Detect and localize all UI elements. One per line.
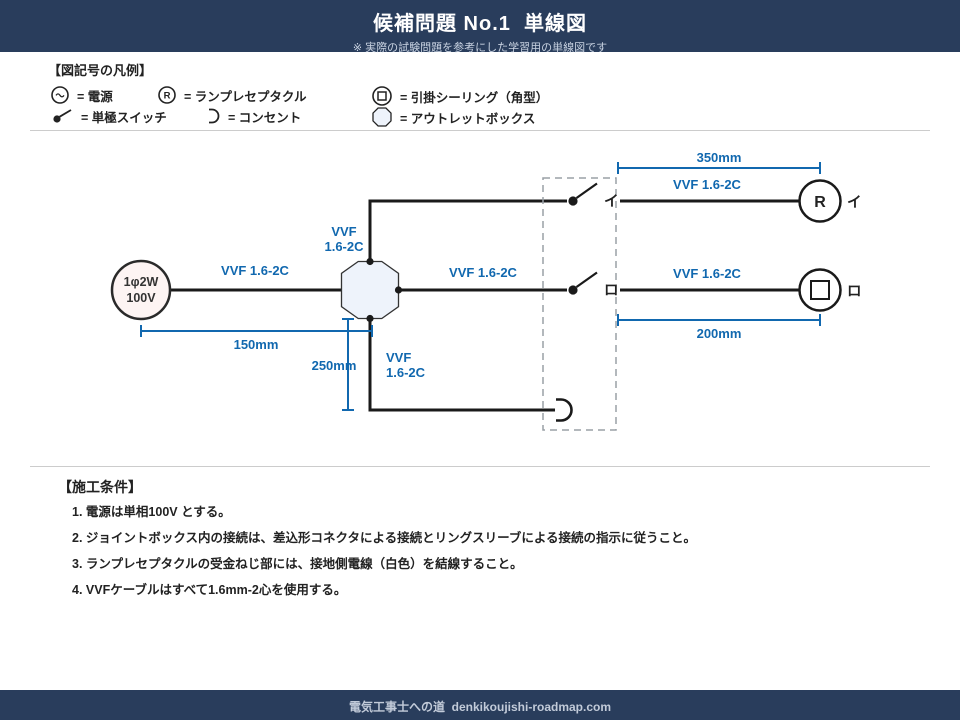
cable-label-top-1: VVF — [331, 224, 356, 239]
power-label-line1: 1φ2W — [124, 275, 159, 289]
legend-item-lamp-receptacle: R = ランプレセプタクル — [157, 84, 307, 106]
legend-label: = 引掛シーリング（角型） — [400, 90, 549, 105]
cable-label-right-mid: VVF 1.6-2C — [673, 266, 742, 281]
cable-label-right-top: VVF 1.6-2C — [673, 177, 742, 192]
condition-text: VVFケーブルはすべて1.6mm-2心を使用する。 — [85, 583, 347, 597]
footer-text: 電気工事士への道 denkikoujishi-roadmap.com — [348, 700, 612, 714]
ceiling-tag: ロ — [847, 284, 862, 300]
cable-label-mid: VVF 1.6-2C — [449, 265, 518, 280]
conditions-heading: 【施工条件】 — [58, 479, 142, 495]
outlet-box-icon — [372, 107, 392, 127]
header-bar: 候補問題 No.1 単線図 ※ 実際の試験問題を参考にした学習用の単線図です — [0, 0, 960, 54]
power-source-icon — [51, 86, 69, 104]
dimension-150mm: 150mm — [140, 325, 373, 352]
lamp-receptacle-icon: R — [158, 86, 176, 104]
page-subtitle: ※ 実際の試験問題を参考にした学習用の単線図です — [352, 42, 608, 54]
condition-number: 3. — [72, 557, 83, 571]
cable-label-bottom-2: 1.6-2C — [386, 365, 426, 380]
divider-bottom — [30, 466, 930, 467]
single-pole-switch-icon — [53, 109, 72, 123]
condition-text: ジョイントボックス内の接続は、差込形コネクタによる接続とリングスリーブによる接続… — [85, 531, 697, 545]
svg-text:350mm: 350mm — [697, 150, 742, 165]
switch-ro-label: ロ — [604, 283, 619, 299]
condition-text: 電源は単相100V とする。 — [85, 505, 231, 519]
svg-text:250mm: 250mm — [312, 358, 357, 373]
outlet-box-symbol — [340, 257, 403, 323]
outlet-icon — [209, 108, 220, 124]
svg-text:200mm: 200mm — [697, 326, 742, 341]
cable-label-left: VVF 1.6-2C — [221, 263, 290, 278]
cable-label-bottom-1: VVF — [386, 350, 411, 365]
junction-dot-right — [394, 286, 403, 294]
legend-item-outlet-box: = アウトレットボックス — [371, 106, 535, 128]
dimension-350mm: 350mm — [617, 150, 821, 174]
ceiling-rosette-symbol — [798, 268, 842, 312]
lamp-tag: イ — [847, 195, 862, 211]
condition-item-2: 2. ジョイントボックス内の接続は、差込形コネクタによる接続とリングスリーブによ… — [72, 527, 696, 546]
dimension-200mm: 200mm — [617, 314, 821, 341]
condition-item-1: 1. 電源は単相100V とする。 — [72, 501, 231, 520]
page-title: 候補問題 No.1 単線図 — [372, 13, 587, 35]
condition-number: 4. — [72, 583, 83, 597]
condition-item-3: 3. ランプレセプタクルの受金ねじ部には、接地側電線（白色）を結線すること。 — [72, 553, 523, 572]
divider-top — [30, 130, 930, 131]
legend-heading: 【図記号の凡例】 — [48, 63, 153, 78]
legend-label: = 単極スイッチ — [81, 110, 167, 125]
legend-item-switch: = 単極スイッチ — [50, 105, 167, 127]
junction-dot-bottom — [366, 314, 374, 323]
wire-box-to-switch-i — [368, 199, 567, 262]
legend-label: = 電源 — [77, 89, 113, 104]
switch-area-dashed-box — [542, 177, 617, 431]
power-source-symbol: 1φ2W 100V — [110, 259, 172, 321]
legend-item-ceiling-rosette: = 引掛シーリング（角型） — [371, 85, 548, 107]
legend-item-power: = 電源 — [50, 84, 113, 106]
condition-item-4: 4. VVFケーブルはすべて1.6mm-2心を使用する。 — [72, 579, 346, 598]
svg-text:R: R — [164, 91, 171, 102]
dimension-250mm: 250mm — [312, 318, 357, 411]
condition-number: 1. — [72, 505, 83, 519]
legend-label: = アウトレットボックス — [400, 111, 536, 126]
power-label-line2: 100V — [126, 291, 156, 305]
ceiling-rosette-icon — [372, 86, 392, 106]
junction-dot-top — [366, 257, 374, 266]
cable-label-top-2: 1.6-2C — [324, 239, 364, 254]
svg-text:150mm: 150mm — [234, 337, 279, 352]
footer-bar: 電気工事士への道 denkikoujishi-roadmap.com — [0, 690, 960, 720]
lamp-receptacle-symbol: R — [798, 179, 842, 223]
outlet-symbol — [556, 398, 573, 422]
legend-label: = コンセント — [228, 110, 302, 125]
wire-box-to-outlet — [368, 318, 555, 412]
lamp-letter: R — [814, 194, 826, 211]
wiring-diagram: 1φ2W 100V イ ロ R イ — [110, 150, 862, 431]
condition-number: 2. — [72, 531, 83, 545]
switch-i-label: イ — [604, 194, 619, 210]
legend-label: = ランプレセプタクル — [184, 89, 307, 104]
legend-item-outlet: = コンセント — [205, 105, 301, 127]
switch-i-symbol — [568, 182, 598, 206]
condition-text: ランプレセプタクルの受金ねじ部には、接地側電線（白色）を結線すること。 — [85, 557, 523, 571]
switch-ro-symbol — [568, 271, 598, 295]
